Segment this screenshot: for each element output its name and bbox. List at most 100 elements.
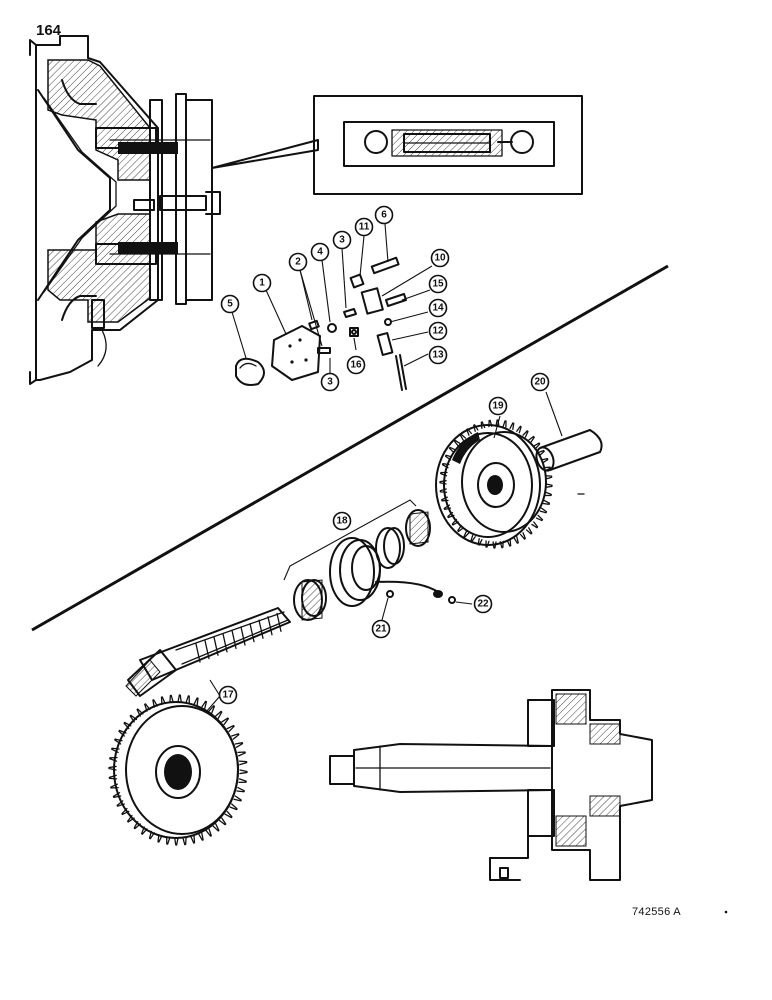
svg-text:1: 1 — [259, 278, 265, 289]
gear-tooth — [218, 817, 227, 826]
figure-id: 742556 A — [632, 906, 681, 918]
gear-tooth — [136, 708, 144, 717]
gear-tooth — [133, 821, 141, 830]
svg-text:5: 5 — [227, 299, 233, 310]
shaft-spline — [222, 633, 228, 653]
gear-tooth — [470, 534, 476, 543]
gear-tooth — [201, 700, 208, 710]
shaft-cross-section — [329, 689, 653, 881]
callout-2: 2 — [288, 252, 308, 272]
callout-1: 1 — [252, 273, 272, 293]
gear-tooth — [499, 540, 504, 549]
gear-tooth — [121, 807, 130, 816]
callout-17: 17 — [218, 685, 238, 705]
callout-12: 12 — [428, 321, 448, 341]
svg-text:11: 11 — [359, 222, 370, 233]
housing-cross-section — [29, 35, 221, 385]
gear-tooth — [451, 518, 459, 526]
gear-tooth — [182, 836, 187, 846]
gear-tooth — [123, 721, 132, 730]
gear-tooth — [444, 454, 453, 461]
gear-tooth — [513, 536, 519, 544]
svg-text:18: 18 — [336, 516, 348, 527]
gear-tooth — [231, 733, 240, 740]
leader-lines — [205, 223, 563, 713]
callout-21: 21 — [371, 619, 391, 639]
callout-18: 18 — [332, 511, 352, 531]
gear-tooth — [544, 491, 552, 497]
gear-tooth — [144, 703, 151, 712]
shaft-spline — [195, 643, 201, 663]
gear-tooth — [160, 696, 166, 705]
gear-tooth — [485, 540, 490, 548]
gear-tooth — [440, 471, 448, 477]
gear-tooth — [535, 514, 544, 522]
gear-tooth — [215, 710, 223, 719]
gear-tooth — [466, 428, 473, 436]
gear-tooth — [112, 792, 122, 798]
svg-text:4: 4 — [317, 247, 323, 258]
svg-text:3: 3 — [327, 377, 333, 388]
callout-22: 22 — [473, 594, 493, 614]
callout-5: 5 — [220, 294, 240, 314]
gear-tooth — [226, 724, 235, 733]
gear-tooth — [108, 774, 118, 780]
svg-text:21: 21 — [375, 624, 387, 635]
ring-gear-17 — [108, 694, 248, 846]
gear-tooth — [441, 463, 450, 469]
gear-tooth — [129, 714, 138, 723]
shaft-spline — [276, 612, 282, 633]
gear-tooth — [114, 738, 123, 745]
svg-text:10: 10 — [434, 253, 446, 264]
gear-tooth — [157, 834, 163, 843]
gear-tooth — [545, 483, 553, 488]
shaft-spline — [231, 629, 237, 650]
gear-tooth — [540, 457, 549, 464]
gear-tooth — [539, 507, 548, 514]
gear-tooth — [148, 830, 155, 840]
page-number: 164 — [36, 22, 62, 39]
gear-tooth — [190, 835, 196, 844]
gear-tooth — [234, 742, 244, 748]
callout-3-lower: 3 — [320, 372, 340, 392]
gear-tooth — [193, 697, 199, 706]
shaft-spline — [213, 636, 219, 656]
gear-tooth — [506, 539, 512, 547]
gear-tooth — [525, 527, 533, 535]
svg-text:2: 2 — [295, 257, 301, 268]
gear-tooth — [447, 511, 455, 519]
gear-tooth — [140, 826, 148, 835]
sleeve-20 — [535, 429, 603, 472]
gear-tooth — [127, 814, 135, 823]
gear-tooth — [233, 795, 242, 802]
gear-tooth — [116, 800, 125, 807]
callout-10: 10 — [430, 248, 450, 268]
gear-tooth — [208, 705, 216, 714]
gear-tooth — [110, 783, 119, 789]
gear-tooth — [205, 828, 212, 837]
callout-20: 20 — [530, 372, 550, 392]
callout-bubbles: 1 2 3 3 4 5 6 10 11 12 13 14 15 16 17 18… — [218, 205, 550, 705]
gear-tooth — [533, 442, 541, 450]
gear-tooth — [463, 530, 470, 538]
svg-text:16: 16 — [350, 360, 362, 371]
svg-text:6: 6 — [381, 210, 387, 221]
callout-13: 13 — [428, 345, 448, 365]
detail-inset — [211, 95, 583, 195]
gear-tooth — [111, 747, 120, 754]
gear-tooth — [448, 446, 457, 454]
gear-tooth — [488, 419, 493, 428]
svg-text:20: 20 — [534, 377, 546, 388]
gear-tooth — [457, 524, 464, 533]
gear-tooth — [473, 424, 479, 432]
gear-tooth — [109, 756, 118, 762]
svg-text:12: 12 — [432, 326, 444, 337]
gear-tooth — [492, 541, 497, 549]
gear-tooth — [177, 694, 182, 703]
gear-tooth — [221, 717, 229, 726]
callout-15: 15 — [428, 274, 448, 294]
svg-text:17: 17 — [222, 690, 234, 701]
section-divider — [31, 264, 669, 632]
